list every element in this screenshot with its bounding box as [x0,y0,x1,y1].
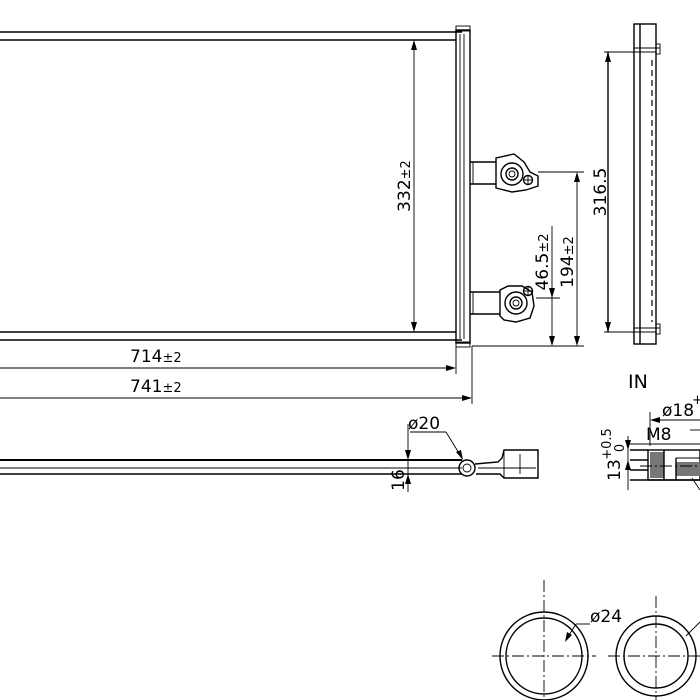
height-side-value: 316.5 [591,168,611,217]
thread-label: M8 [646,425,671,445]
depth-value: 13 [605,459,625,481]
svg-text:ø18: ø18 [662,401,694,421]
tube-diameter-label: ø24 [590,607,622,627]
width-core-value: 714 [130,347,162,367]
inlet-spacing-value: 194 [558,255,578,287]
side-view: 316.5 [591,23,661,345]
dimension-height-main: 332±2 [395,40,417,332]
upper-inlet-fitting [470,153,539,193]
tube-section-right [608,596,700,700]
svg-text:+: + [692,393,700,408]
dimension-width-core: 714±2 [0,346,457,374]
height-main-tolerance: ±2 [399,160,414,179]
pipe-diameter-label: ø20 [408,414,440,434]
top-view: ø20 16 [0,414,539,492]
depth-tolerance-lower: 0 [613,444,628,452]
depth-tolerance-upper: +0.5 [600,428,615,460]
svg-text:194±2: 194±2 [558,236,578,288]
port-diameter-in-label: ø18 [662,401,694,421]
lower-outlet-fitting [470,285,535,323]
core-thickness-value: 16 [389,469,409,491]
outlet-offset-tolerance: ±2 [537,233,552,252]
dimension-inlet-spacing: 194±2 [538,171,584,347]
front-view [0,25,471,348]
width-total-value: 741 [130,377,162,397]
dimension-width-total: 741±2 [0,346,473,404]
in-port-detail: IN ø18 + M8 13 +0.5 0 [600,371,700,491]
outlet-offset-value: 46.5 [533,253,553,291]
width-total-tolerance: ±2 [162,381,181,396]
tube-section-left: ø24 [492,580,622,700]
width-core-tolerance: ±2 [162,351,181,366]
svg-text:714±2: 714±2 [130,347,182,367]
svg-text:46.5±2: 46.5±2 [533,233,553,290]
inlet-spacing-tolerance: ±2 [562,236,577,255]
dimension-outlet-offset: 46.5±2 [472,226,560,347]
in-label: IN [628,371,648,393]
height-main-value: 332 [395,179,415,211]
svg-text:741±2: 741±2 [130,377,182,397]
svg-text:332±2: 332±2 [395,160,415,212]
